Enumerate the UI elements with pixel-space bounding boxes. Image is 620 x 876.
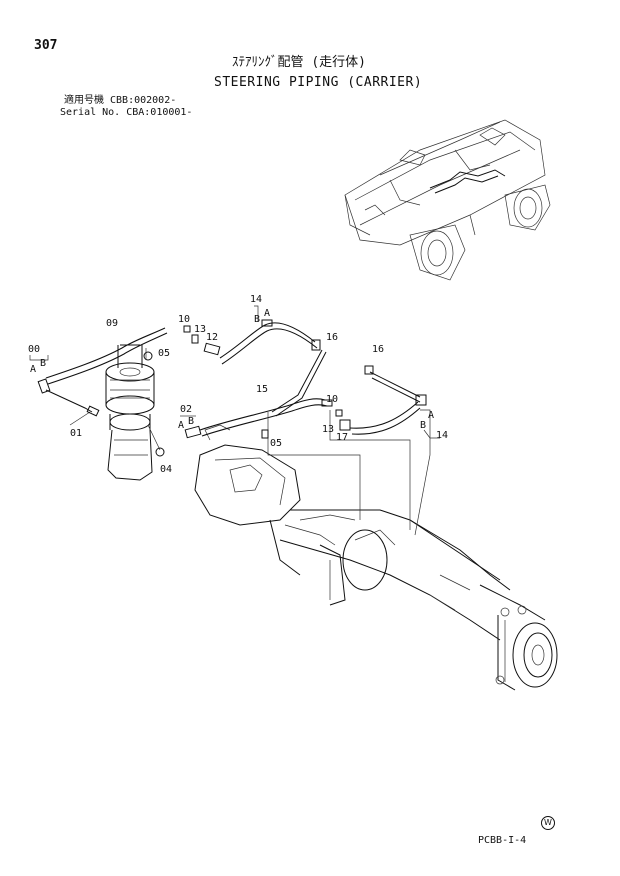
callout-17: 17 <box>336 432 348 443</box>
callout-a: A <box>30 364 36 375</box>
callout-a: A <box>264 308 270 319</box>
callout-13: 13 <box>322 424 334 435</box>
page-number: 307 <box>34 38 58 53</box>
callout-b: B <box>188 416 194 427</box>
callout-10: 10 <box>178 314 190 325</box>
serial-applicability: 適用号機 CBB:002002- <box>64 95 177 106</box>
page-title-japanese: ｽﾃｱﾘﾝｸﾞ配管 (走行体) <box>232 55 366 70</box>
callout-13: 13 <box>194 324 206 335</box>
serial-number: Serial No. CBA:010001- <box>60 107 193 118</box>
callout-04: 04 <box>160 464 172 475</box>
callout-16: 16 <box>326 332 338 343</box>
callout-05: 05 <box>270 438 282 449</box>
callout-15: 15 <box>256 384 268 395</box>
callout-10: 10 <box>326 394 338 405</box>
callout-05: 05 <box>158 348 170 359</box>
callout-b: B <box>254 314 260 325</box>
callout-02: 02 <box>180 404 192 415</box>
axle-drawing <box>194 424 558 691</box>
callout-14: 14 <box>250 294 262 305</box>
fittings <box>37 319 427 457</box>
carrier-overview-drawing <box>344 119 551 281</box>
swivel-joint-drawing <box>105 344 155 481</box>
callout-14: 14 <box>436 430 448 441</box>
callout-01: 01 <box>70 428 82 439</box>
callout-12: 12 <box>206 332 218 343</box>
callout-b: B <box>40 358 46 369</box>
callout-labels: 00 A B 01 09 05 10 13 12 14 B A 16 16 02… <box>28 294 448 475</box>
callout-b: B <box>420 420 426 431</box>
callout-a: A <box>178 420 184 431</box>
callout-16: 16 <box>372 344 384 355</box>
callout-00: 00 <box>28 344 40 355</box>
callout-09: 09 <box>106 318 118 329</box>
callout-a: A <box>428 410 434 421</box>
page-code: PCBB-I-4 <box>478 835 527 846</box>
hydraulic-piping <box>45 322 431 536</box>
revision-mark: W <box>541 816 555 830</box>
page-title: STEERING PIPING (CARRIER) <box>214 75 423 90</box>
